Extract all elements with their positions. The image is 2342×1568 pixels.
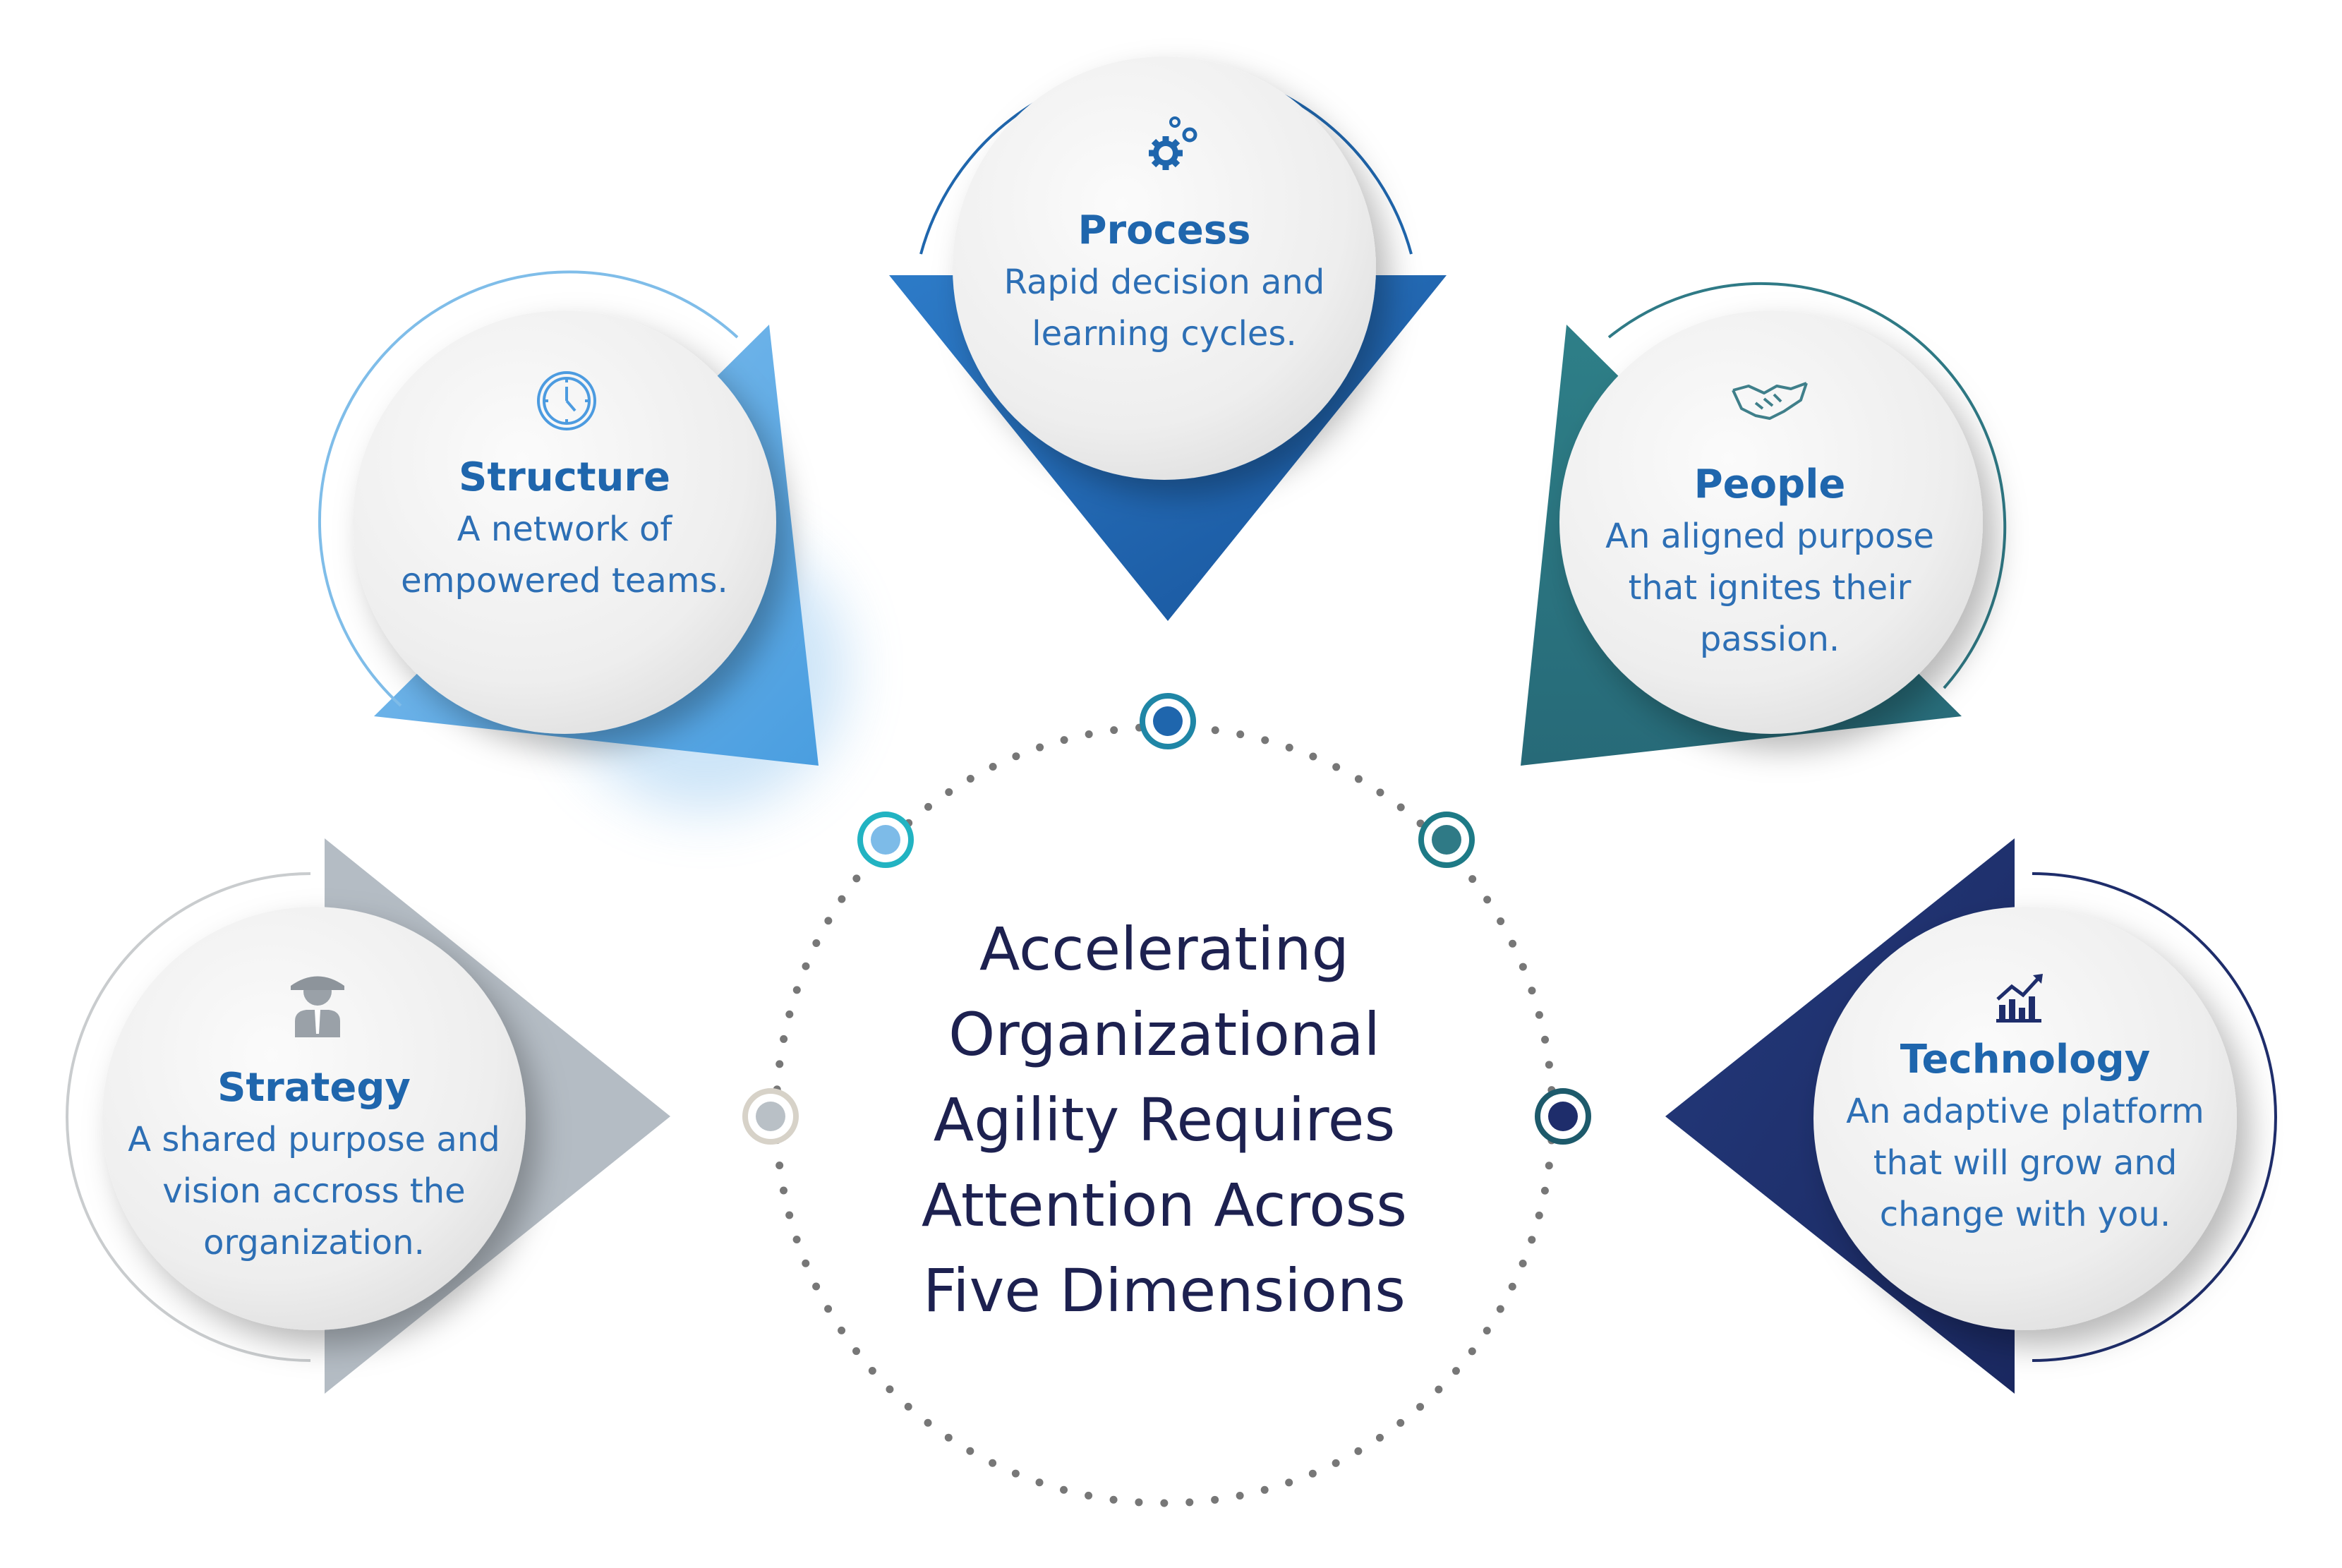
process-shape: [889, 56, 1447, 621]
technology-desc-line-3: change with you.: [1879, 1195, 2171, 1234]
structure-title: Structure: [458, 454, 670, 500]
process-desc-line-1: Rapid decision and: [1003, 263, 1325, 302]
process-title: Process: [1078, 207, 1251, 253]
people-desc-line-2: that ignites their: [1628, 568, 1912, 608]
process-card: Process Rapid decision and learning cycl…: [953, 205, 1376, 360]
person-icon: [291, 976, 344, 1037]
structure-desc-line-1: A network of: [457, 509, 672, 549]
structure-arc: [318, 270, 739, 707]
people-title: People: [1694, 462, 1846, 507]
people-card: People An aligned purpose that ignites t…: [1558, 459, 1981, 665]
structure-disc: [353, 310, 776, 734]
technology-desc-line-1: An adaptive platform: [1846, 1092, 2204, 1131]
center-title-line-1: Accelerating: [979, 915, 1349, 984]
gears-icon: [1149, 116, 1197, 170]
clock-icon: [537, 371, 596, 430]
strategy-card: Strategy A shared purpose and vision acc…: [102, 1062, 526, 1269]
technology-disc: [1813, 907, 2237, 1330]
people-desc-line-3: passion.: [1699, 620, 1840, 659]
strategy-arc: [66, 872, 311, 1362]
marker-technology: [1535, 1088, 1591, 1145]
marker-strategy: [742, 1088, 799, 1145]
strategy-desc-line-1: A shared purpose and: [128, 1120, 500, 1159]
technology-card: Technology An adaptive platform that wil…: [1810, 1034, 2240, 1241]
center-title-line-3: Agility Requires: [933, 1085, 1396, 1154]
marker-process: [1140, 693, 1196, 749]
structure-shape: [318, 270, 847, 812]
handshake-icon: [1732, 382, 1808, 420]
people-disc: [1559, 310, 1983, 734]
technology-title: Technology: [1900, 1037, 2151, 1082]
process-disc: [953, 56, 1376, 480]
structure-desc-line-2: empowered teams.: [401, 561, 728, 601]
structure-card: Structure A network of empowered teams.: [353, 452, 776, 607]
process-desc-line-2: learning cycles.: [1032, 314, 1297, 354]
chart-icon: [1996, 974, 2043, 1023]
center-title-line-2: Organizational: [948, 1000, 1380, 1069]
technology-arc: [2032, 872, 2277, 1362]
strategy-disc: [102, 907, 526, 1330]
center-title: Accelerating Organizational Agility Requ…: [826, 907, 1503, 1334]
center-title-line-4: Attention Across: [921, 1171, 1408, 1240]
people-desc-line-1: An aligned purpose: [1605, 517, 1934, 556]
technology-desc-line-2: that will grow and: [1873, 1143, 2178, 1183]
strategy-shape: [66, 838, 670, 1394]
strategy-title: Strategy: [217, 1065, 411, 1111]
strategy-desc-line-3: organization.: [203, 1223, 425, 1262]
technology-shape: [1665, 838, 2277, 1394]
people-arc: [1607, 282, 2007, 689]
marker-people: [1418, 812, 1475, 868]
center-title-line-5: Five Dimensions: [923, 1256, 1406, 1325]
people-shape: [1521, 282, 2007, 766]
marker-structure: [857, 812, 914, 868]
strategy-desc-line-2: vision accross the: [162, 1171, 466, 1211]
